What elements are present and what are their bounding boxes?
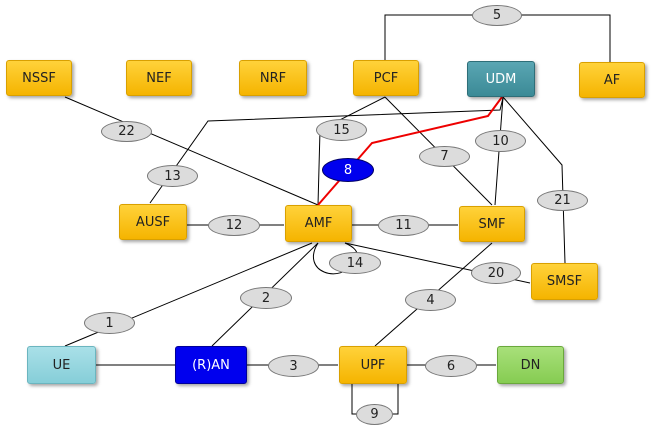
interface-21-label: 21 [537,190,588,211]
node-dn-label: DN [520,357,541,373]
node-pcf[interactable]: PCF [353,60,419,96]
node-ausf-label: AUSF [135,214,171,230]
node-nrf-label: NRF [259,70,287,86]
interface-6-label: 6 [425,355,477,377]
node-pcf-label: PCF [373,70,399,86]
interface-20-label: 20 [471,262,521,284]
interface-14-label: 14 [329,252,381,274]
node-ue[interactable]: UE [27,346,96,384]
node-smf-label: SMF [478,216,506,232]
node-nef[interactable]: NEF [126,60,192,96]
interface-1-label: 1 [84,312,135,334]
node-ue-label: UE [52,357,71,373]
node-smsf-label: SMSF [546,274,583,289]
link-nssf-amf [64,96,319,206]
node-dn[interactable]: DN [497,346,564,384]
node-smsf[interactable]: SMSF [531,263,598,300]
node-ran[interactable]: (R)AN [175,346,247,384]
node-upf-label: UPF [360,357,386,373]
node-udm[interactable]: UDM [467,61,535,97]
link-udm-smsf [502,96,566,264]
link-pcf-amf [317,96,386,206]
interface-22-label: 22 [101,121,152,142]
interface-9-label: 9 [356,404,393,425]
node-udm-label: UDM [485,71,517,87]
interface-4-label: 4 [405,289,456,311]
link-ausf-udm [149,97,504,204]
node-nef-label: NEF [146,70,172,86]
node-nrf[interactable]: NRF [239,60,307,96]
node-amf[interactable]: AMF [285,205,352,242]
interface-2-label: 2 [240,287,292,309]
node-nssf[interactable]: NSSF [6,60,72,96]
node-smf[interactable]: SMF [459,206,525,242]
interface-11-label: 11 [378,215,429,236]
interface-15-label: 15 [316,119,367,141]
interface-10-label: 10 [475,130,526,152]
node-upf[interactable]: UPF [339,346,407,384]
node-ausf[interactable]: AUSF [119,204,187,240]
node-ran-label: (R)AN [192,357,230,373]
interface-5-label: 5 [472,5,522,26]
node-nssf-label: NSSF [22,70,56,86]
interface-13-label: 13 [147,165,198,187]
interface-12-label: 12 [208,215,260,236]
node-amf-label: AMF [304,216,333,231]
node-af[interactable]: AF [579,62,645,98]
interface-3-label: 3 [268,355,319,377]
node-af-label: AF [603,72,621,88]
interface-8-label: 8 [322,158,374,182]
interface-7-label: 7 [419,146,470,167]
